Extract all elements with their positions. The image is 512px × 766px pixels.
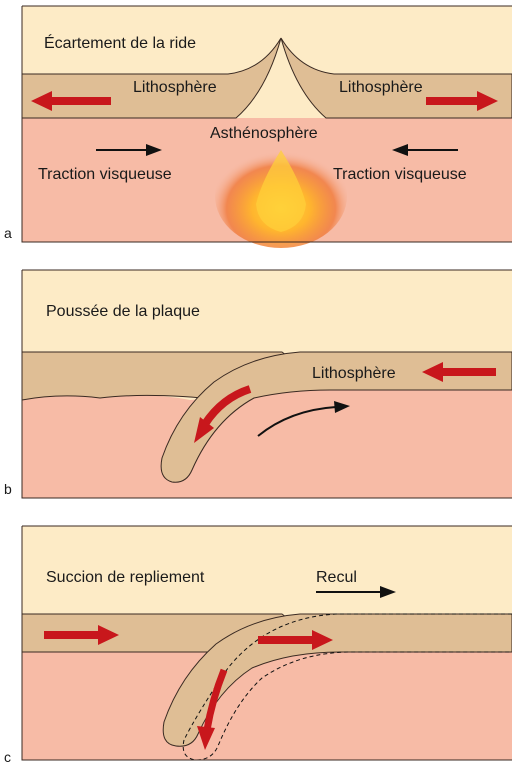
panel-a-letter: a — [4, 225, 12, 241]
panel-a: Écartement de la ride Lithosphère Lithos… — [4, 6, 512, 248]
panel-b: Poussée de la plaque Lithosphère b — [4, 270, 512, 498]
panel-a-asthenosphere-label: Asthénosphère — [210, 125, 318, 142]
panel-a-traction-left-label: Traction visqueuse — [38, 166, 172, 183]
panel-b-letter: b — [4, 481, 12, 497]
panel-b-title: Poussée de la plaque — [46, 303, 200, 320]
panel-a-traction-right-label: Traction visqueuse — [333, 166, 467, 183]
panel-c-title: Succion de repliement — [46, 569, 205, 586]
panel-a-lithosphere-right-label: Lithosphère — [339, 79, 423, 96]
panel-c-letter: c — [4, 749, 11, 765]
panel-a-lithosphere-left-label: Lithosphère — [133, 79, 217, 96]
panel-c-rollback-label: Recul — [316, 569, 357, 586]
panel-c: Succion de repliement Recul c — [4, 526, 512, 765]
panel-b-lithosphere-label: Lithosphère — [312, 365, 396, 382]
panel-b-asthenosphere — [22, 390, 512, 498]
panel-a-title: Écartement de la ride — [44, 33, 196, 52]
panel-c-asthenosphere — [22, 652, 512, 760]
